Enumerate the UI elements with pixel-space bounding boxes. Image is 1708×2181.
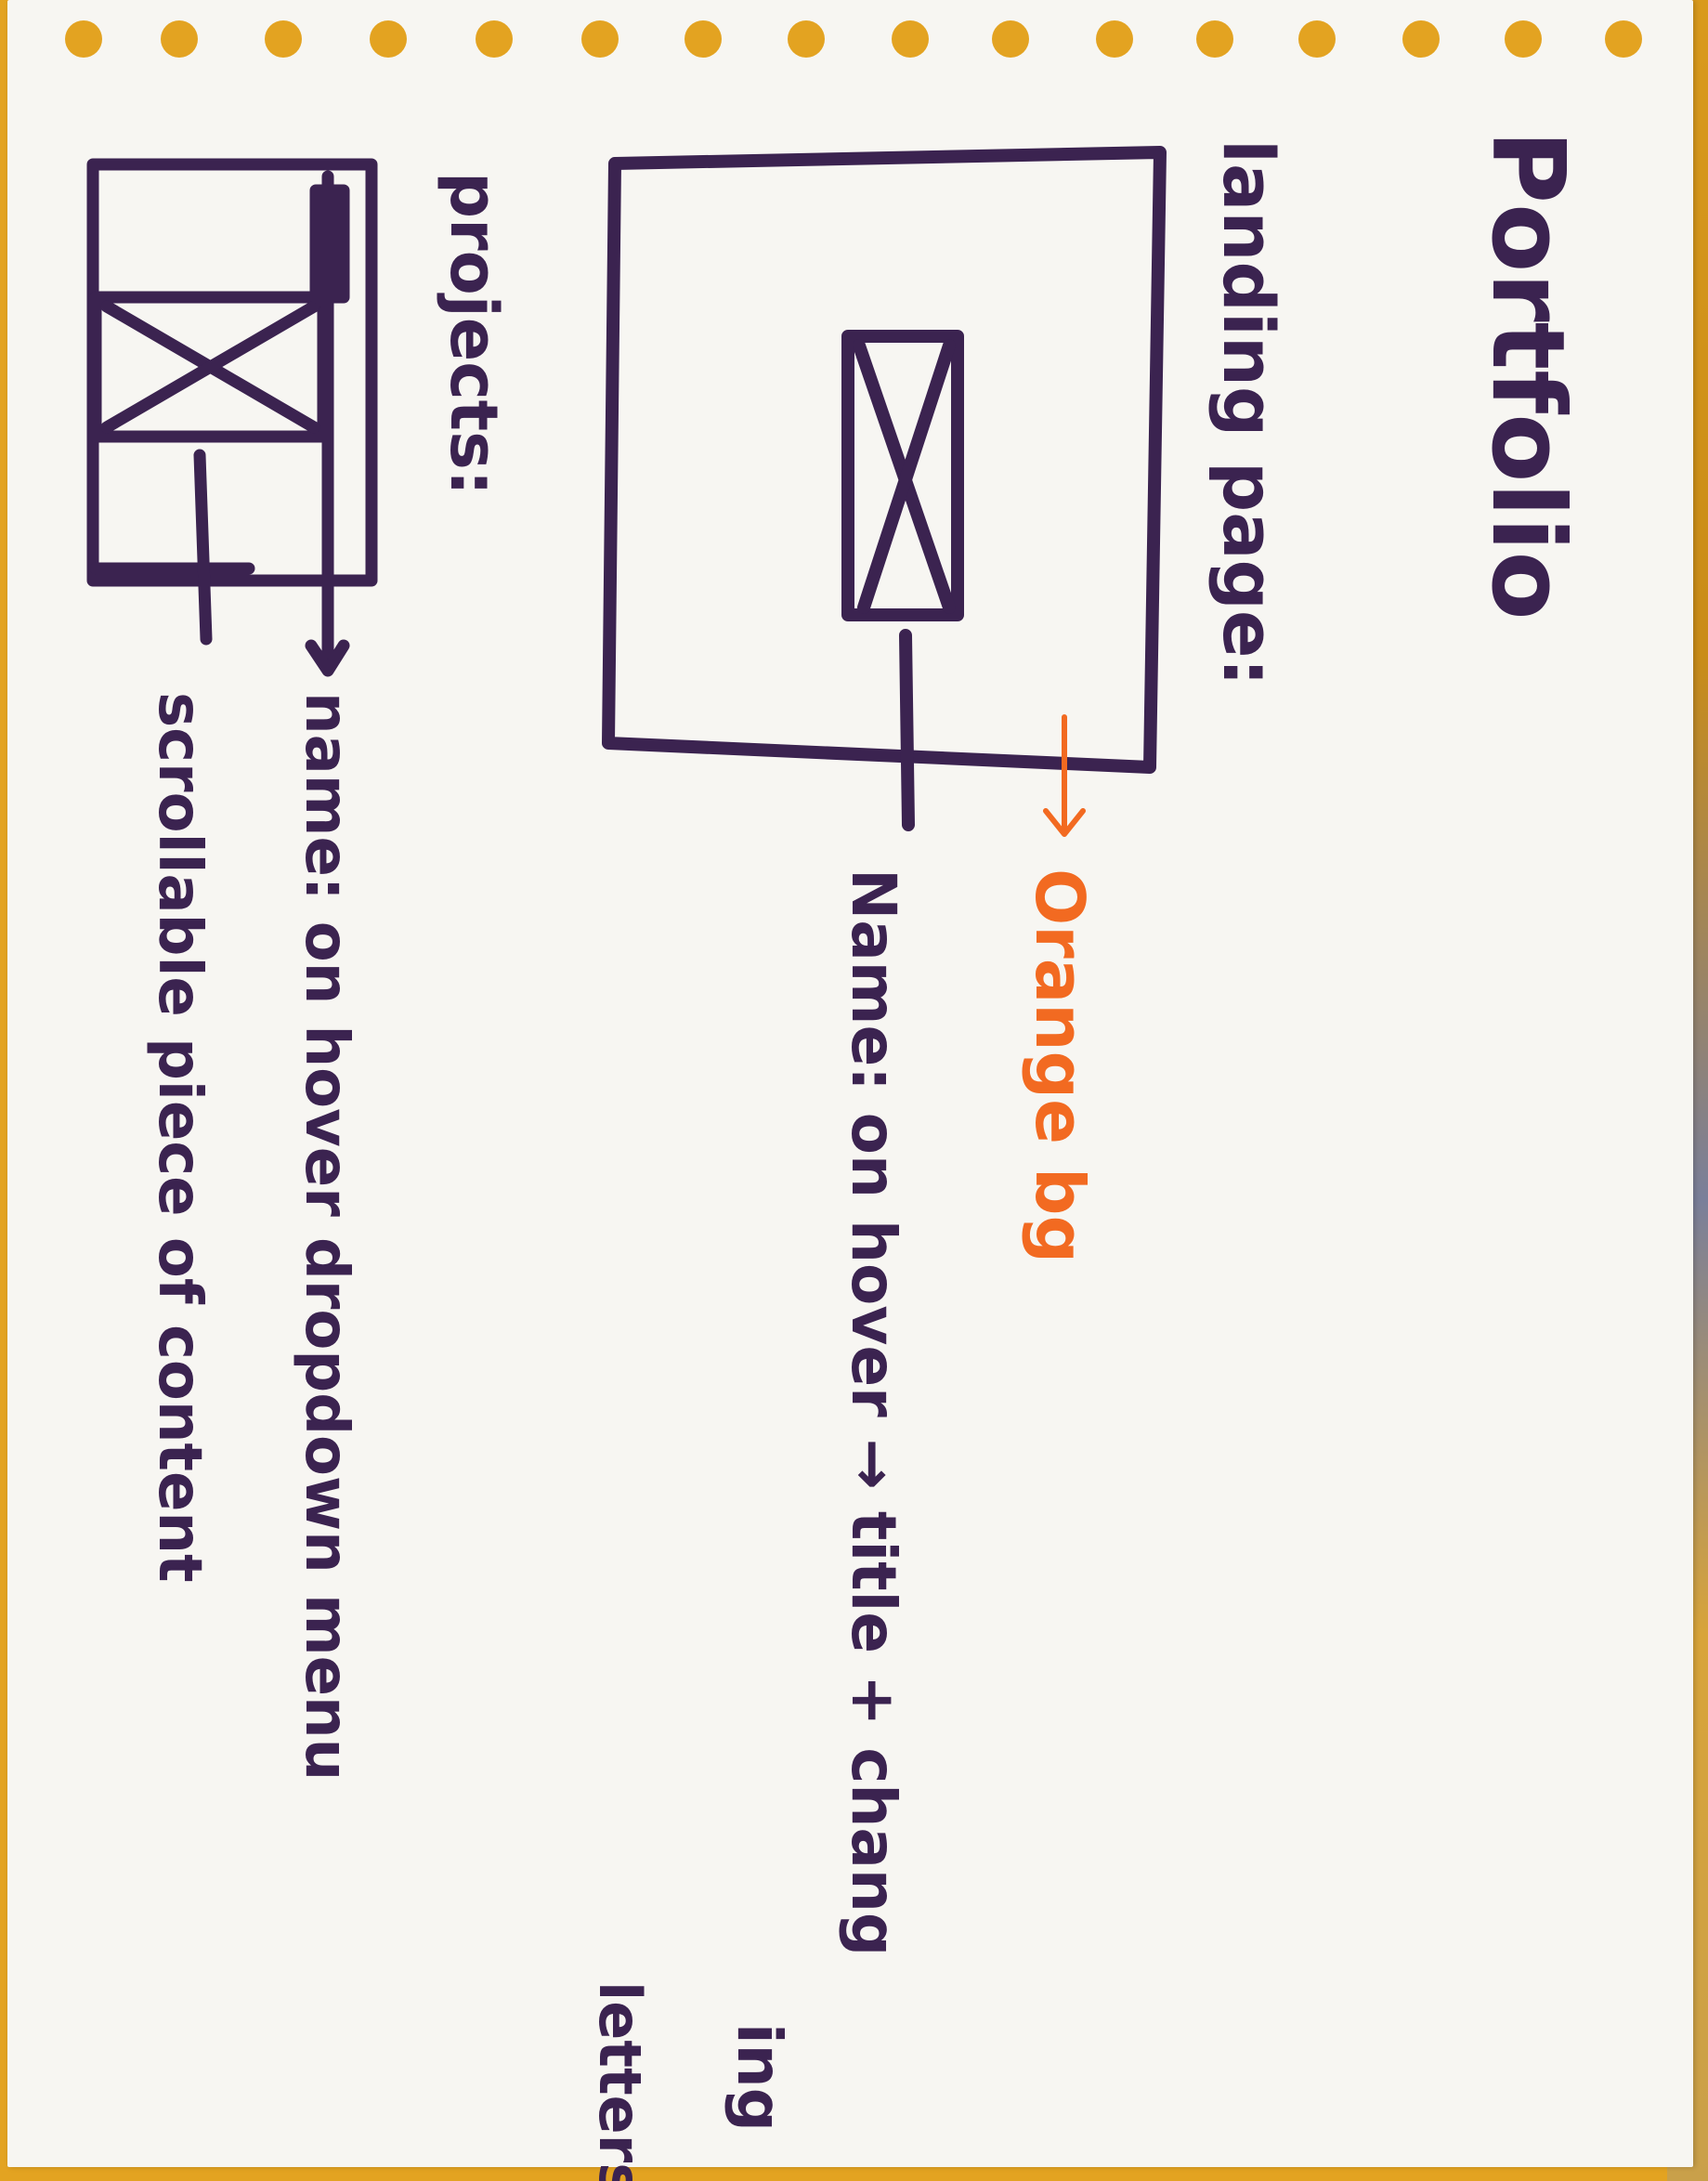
orange-background-note: Orange bg xyxy=(1021,868,1099,1263)
projects-name-dropdown-note: name: on hover dropdown menu xyxy=(292,692,360,1781)
sketch-title: Portfolio xyxy=(1469,130,1585,620)
binding-holes xyxy=(65,20,1642,58)
landing-name-hover-note-cont: ing xyxy=(724,2023,795,2132)
landing-name-hover-note: Name: on hover → title + chang xyxy=(838,868,909,1956)
orange-arrow xyxy=(1043,714,1086,837)
projects-wireframe xyxy=(86,158,378,677)
landing-name-hover-note-letters: letters xyxy=(586,1981,654,2181)
projects-heading: projects: xyxy=(436,172,512,496)
landing-page-heading: landing page: xyxy=(1207,139,1290,686)
projects-scrollable-note: scrollable piece of content xyxy=(145,692,214,1583)
landing-page-wireframe xyxy=(602,146,1167,831)
